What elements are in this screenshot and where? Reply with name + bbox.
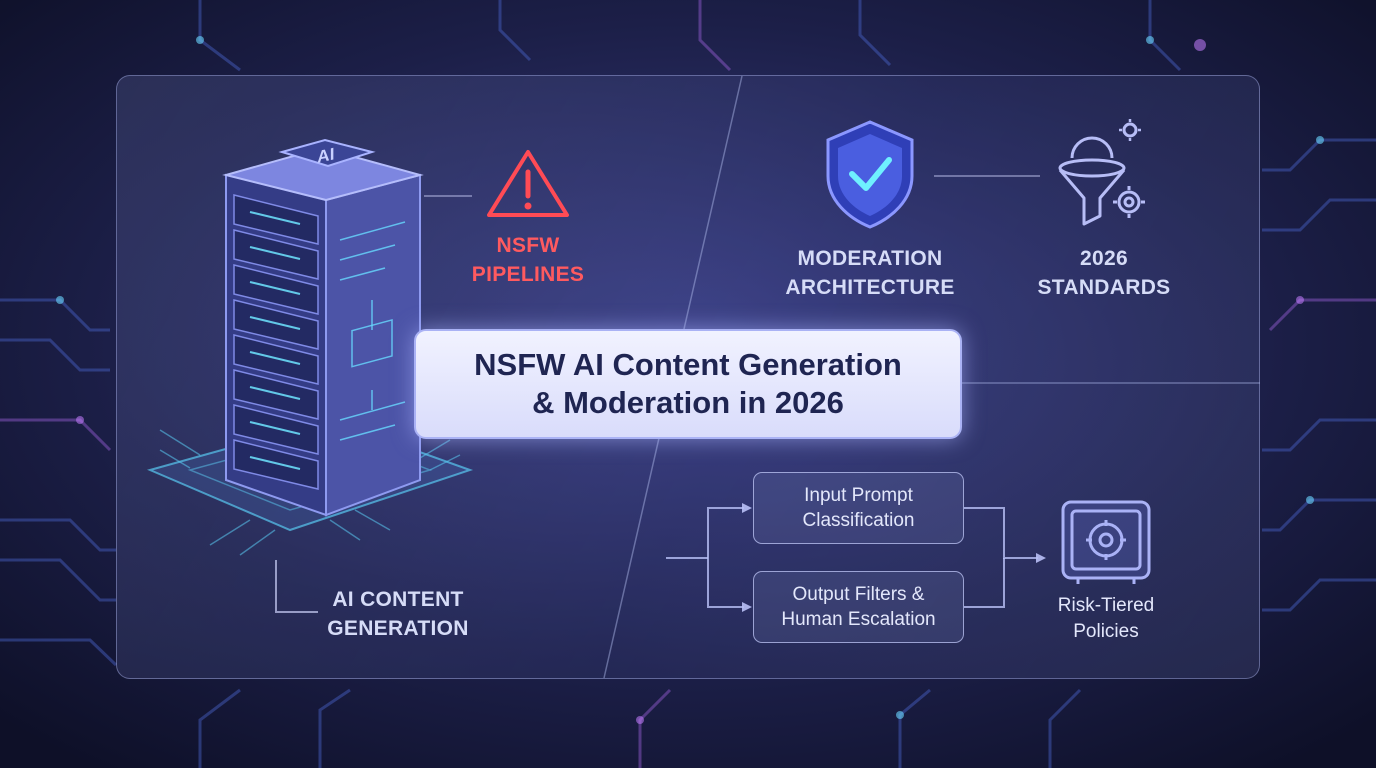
flow-connectors bbox=[666, 507, 1038, 608]
standards-label: 2026 STANDARDS bbox=[1037, 247, 1171, 299]
title-card: NSFW AI Content Generation & Moderation … bbox=[414, 329, 962, 439]
page-title: NSFW AI Content Generation & Moderation … bbox=[474, 347, 902, 420]
safe-vault-icon bbox=[1061, 500, 1151, 584]
ai-content-generation-label: AI CONTENT GENERATION bbox=[327, 588, 469, 640]
warning-icon bbox=[487, 150, 569, 217]
generation-bracket bbox=[275, 560, 318, 613]
shield-check-icon bbox=[826, 120, 914, 229]
risk-policies-label: Risk-Tiered Policies bbox=[1057, 595, 1155, 642]
output-filters-label: Output Filters & Human Escalation bbox=[781, 584, 936, 630]
ai-server-icon bbox=[146, 138, 474, 556]
nsfw-pipelines-label: NSFW PIPELINES bbox=[471, 234, 585, 286]
moderation-architecture-label: MODERATION ARCHITECTURE bbox=[785, 247, 955, 299]
input-prompt-box: Input Prompt Classification bbox=[753, 472, 964, 544]
output-filters-box: Output Filters & Human Escalation bbox=[753, 571, 964, 643]
input-prompt-label: Input Prompt Classification bbox=[802, 485, 915, 531]
flow-arrowheads bbox=[742, 503, 1046, 612]
funnel-gears-icon bbox=[1058, 119, 1145, 226]
